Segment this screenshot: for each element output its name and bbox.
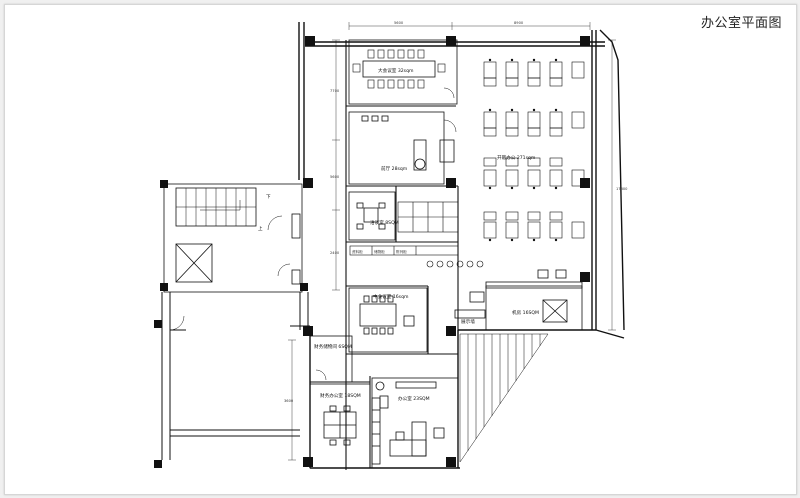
- label-director-office: 办公室 23SQM: [398, 395, 430, 402]
- label-cabinet-c: 陈列柜: [396, 249, 407, 254]
- dim-left-a: 7700: [330, 89, 340, 93]
- dimension-labels: 5600 8900 17300 7700 5600 2400 3600: [284, 21, 628, 403]
- label-cabinet-a: 资料柜: [352, 249, 363, 254]
- dim-left-d: 3600: [284, 399, 294, 403]
- drawing-frame: 办公室平面图: [4, 4, 797, 495]
- label-tea-room: 洽谈室 8SQM: [370, 219, 399, 226]
- director-office: [371, 377, 459, 469]
- dim-top-b: 8900: [514, 21, 524, 25]
- dim-top-a: 5600: [394, 21, 404, 25]
- big-meeting-room: [348, 39, 458, 105]
- dim-right-total: 17300: [616, 187, 628, 191]
- dim-left-b: 5600: [330, 175, 340, 179]
- machine-room: [469, 269, 583, 331]
- label-storage-room: 财务储物间 6SQM: [314, 343, 352, 350]
- drawing-title: 办公室平面图: [700, 16, 782, 31]
- label-open-office: 开敞办公 271sqm: [497, 154, 536, 161]
- interior-partitions: [310, 40, 459, 470]
- label-lobby: 前厅 28sqm: [381, 165, 408, 172]
- outer-walls: [298, 22, 625, 469]
- label-stair-down: 下: [266, 194, 271, 200]
- left-corridor: [161, 292, 310, 460]
- label-display-wall: 展示墙: [461, 318, 475, 325]
- label-stair-up: 上: [258, 225, 263, 232]
- middle-meeting-room: [348, 287, 428, 353]
- label-cabinet-b: 储物柜: [374, 249, 385, 254]
- label-finance-office: 财务办公室 18SQM: [320, 392, 361, 399]
- label-big-meeting: 大会议室 32sqm: [378, 67, 414, 74]
- label-machine-room: 机房 16SQM: [512, 309, 539, 316]
- label-middle-meeting: 中会议室 16sqm: [373, 293, 409, 300]
- dimension-lines: [288, 22, 616, 461]
- room-labels: 大会议室 32sqm 开敞办公 271sqm 前厅 28sqm 洽谈室 8SQM…: [258, 67, 539, 402]
- display-wall: [454, 309, 486, 319]
- tea-room: [348, 191, 396, 241]
- stairwell: [163, 183, 303, 293]
- lobby-room: [348, 111, 457, 185]
- dim-left-c: 2400: [330, 251, 340, 255]
- open-office-area: [349, 45, 590, 268]
- balcony: [459, 333, 549, 463]
